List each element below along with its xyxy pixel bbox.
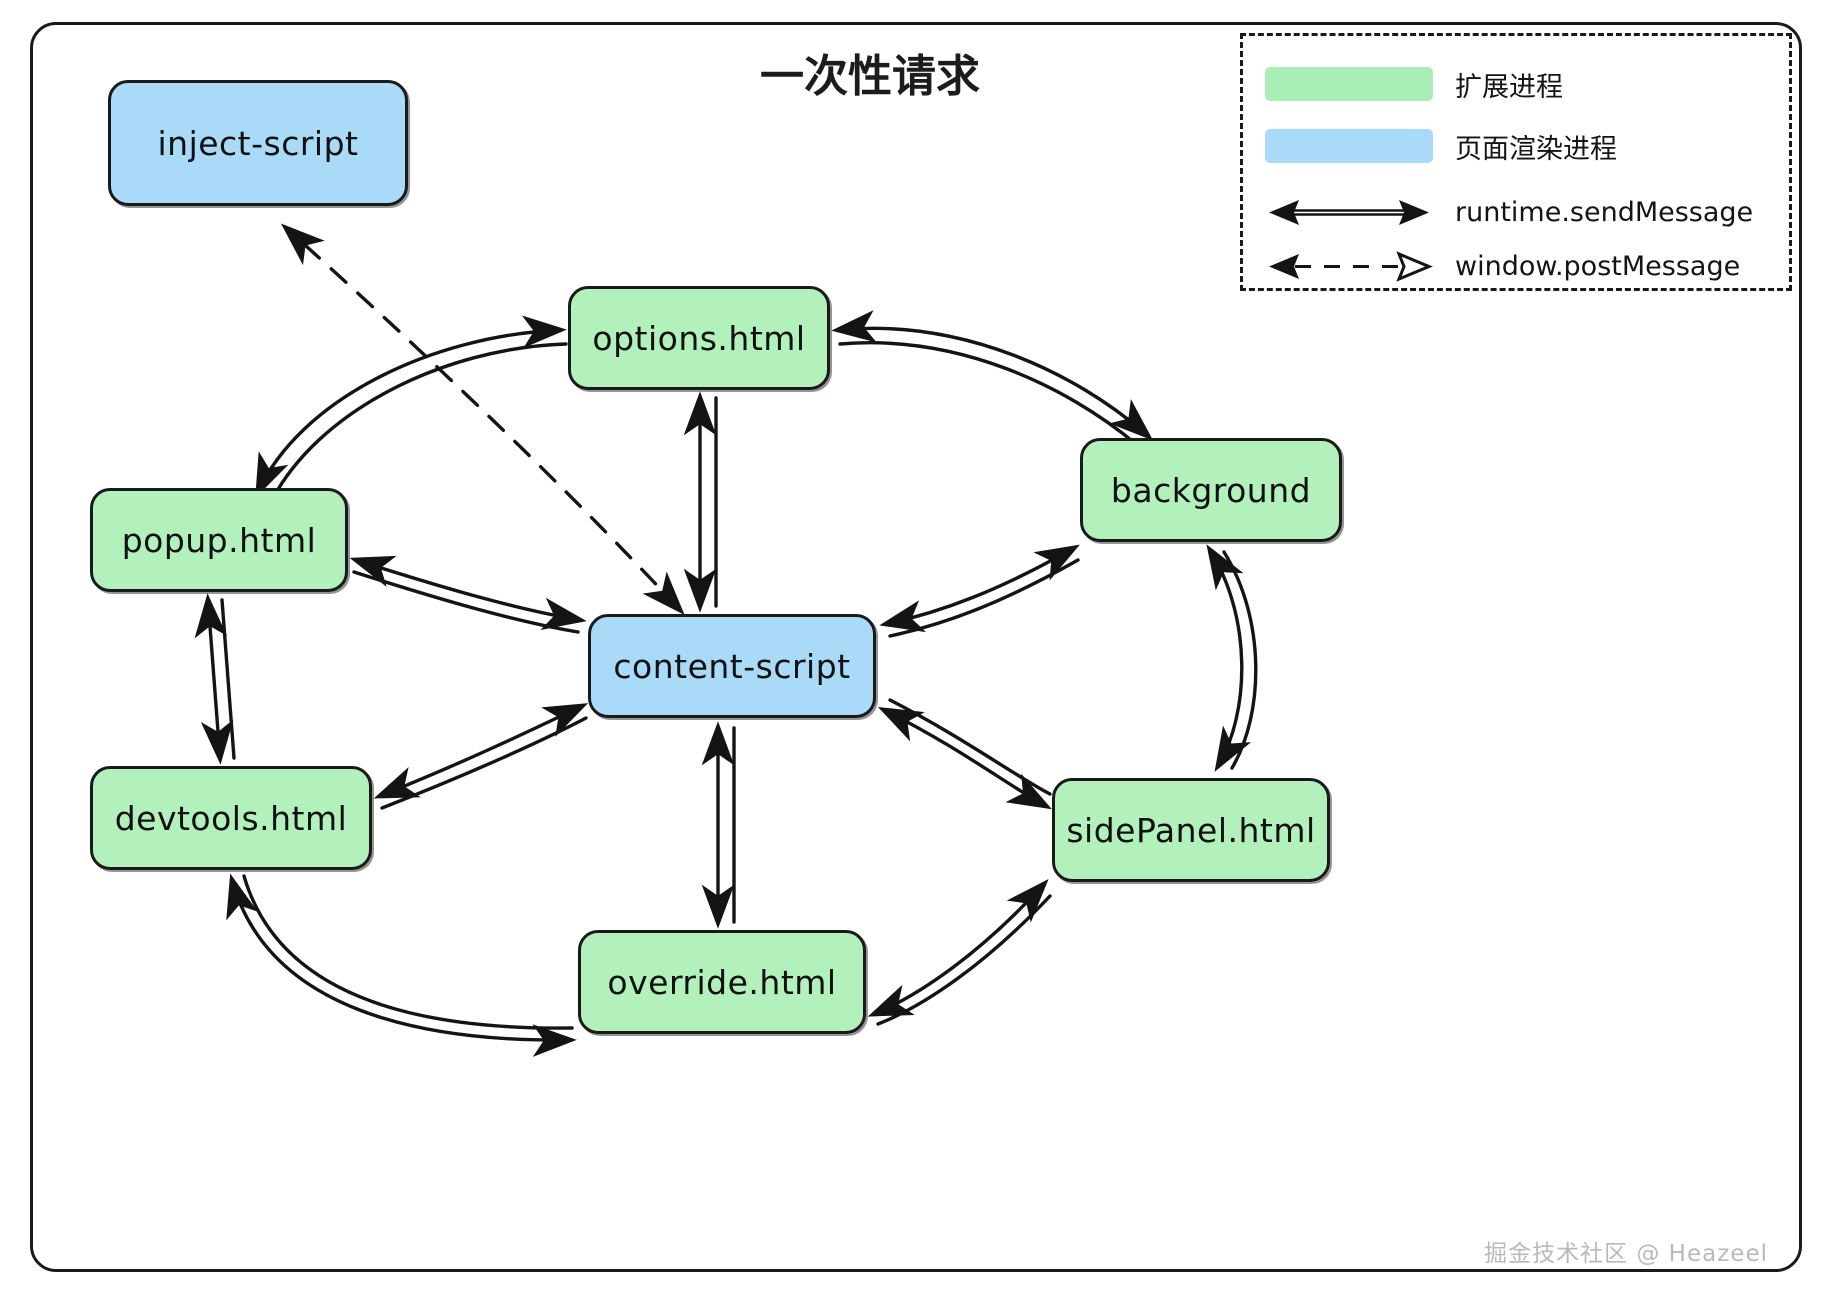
legend-item-page-render-process: 页面渲染进程	[1265, 122, 1775, 170]
node-inject-script[interactable]: inject-script	[108, 80, 408, 206]
legend-label-runtime-sendmessage: runtime.sendMessage	[1455, 196, 1754, 228]
node-popup-html[interactable]: popup.html	[90, 488, 348, 592]
legend-label-page-render-process: 页面渲染进程	[1455, 133, 1617, 165]
node-label: devtools.html	[114, 798, 348, 838]
legend-label-extension-process: 扩展进程	[1455, 71, 1563, 103]
node-label: inject-script	[157, 123, 359, 163]
node-label: popup.html	[121, 520, 317, 560]
legend-swatch-blue	[1265, 129, 1433, 163]
double-arrow-dashed-icon	[1269, 251, 1433, 282]
node-label: options.html	[592, 318, 806, 358]
diagram-title: 一次性请求	[760, 51, 980, 102]
node-label: override.html	[607, 962, 837, 1002]
legend-item-runtime-sendmessage: runtime.sendMessage	[1265, 188, 1775, 236]
node-background[interactable]: background	[1080, 438, 1342, 542]
node-options-html[interactable]: options.html	[568, 286, 830, 390]
node-content-script[interactable]: content-script	[588, 614, 876, 718]
node-label: content-script	[613, 646, 851, 686]
legend-swatch-green	[1265, 67, 1433, 101]
node-label: sidePanel.html	[1066, 810, 1316, 850]
node-override-html[interactable]: override.html	[578, 930, 866, 1034]
double-arrow-solid-icon	[1269, 200, 1429, 225]
legend-label-window-postmessage: window.postMessage	[1455, 250, 1741, 282]
legend-item-extension-process: 扩展进程	[1265, 60, 1775, 108]
watermark: 掘金技术社区 @ Heazeel	[1484, 1241, 1768, 1267]
diagram-outer-frame	[30, 22, 1802, 1272]
legend-box: 扩展进程 页面渲染进程 runtime.sendMessage	[1240, 33, 1792, 291]
node-devtools-html[interactable]: devtools.html	[90, 766, 372, 870]
legend-item-window-postmessage: window.postMessage	[1265, 242, 1775, 290]
node-sidepanel-html[interactable]: sidePanel.html	[1052, 778, 1330, 882]
node-label: background	[1110, 470, 1312, 510]
